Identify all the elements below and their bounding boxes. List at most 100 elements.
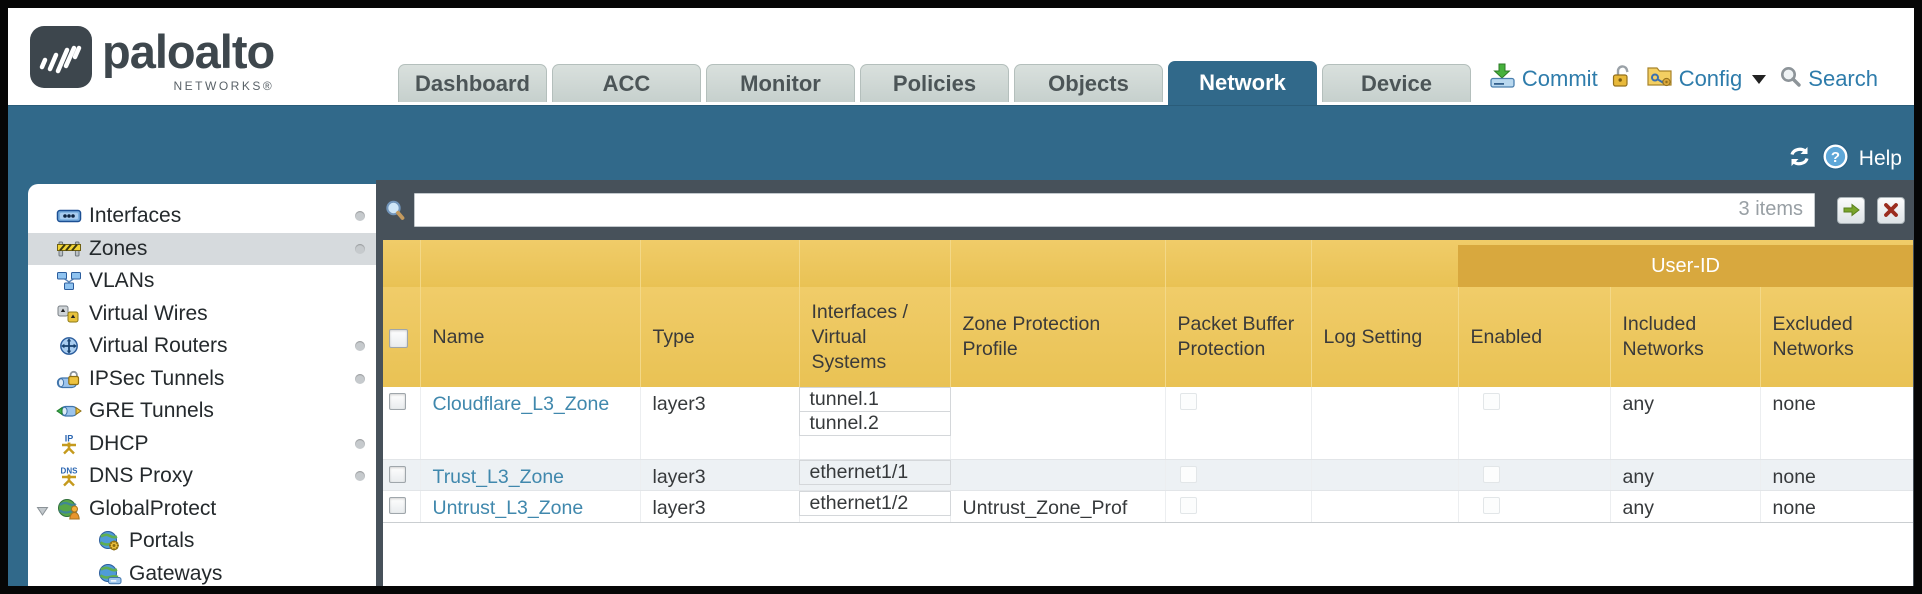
excluded-networks-cell: none [1759,490,1914,523]
packet-buffer-protection-checkbox[interactable] [1179,465,1197,483]
zone-type-cell: layer3 [639,387,799,460]
column-header-packet-buffer-protection[interactable]: Packet Buffer Protection [1164,287,1311,387]
sidebar-item-gre-tunnels[interactable]: GRE Tunnels [28,395,376,428]
packet-buffer-protection-checkbox[interactable] [1179,393,1197,410]
brand-subtitle: NETWORKS® [173,79,275,93]
column-header-included-networks[interactable]: Included Networks [1609,287,1760,387]
search-button[interactable]: Search [1779,65,1878,94]
row-select-cell [383,459,420,491]
packet-buffer-protection-checkbox[interactable] [1179,496,1197,514]
commit-label: Commit [1521,66,1598,91]
expander-triangle-icon[interactable] [36,504,49,522]
column-header-excluded-networks[interactable]: Excluded Networks [1759,287,1914,387]
user-id-enabled-checkbox[interactable] [1482,496,1500,514]
column-header-interfaces-virtual-systems[interactable]: Interfaces / Virtual Systems [798,287,950,387]
tab-dashboard[interactable]: Dashboard [398,64,547,102]
help-icon[interactable]: ? [1821,142,1850,176]
sidebar-item-label: Interfaces [89,204,182,228]
sidebar-item-globalprotect[interactable]: GlobalProtect [28,493,376,526]
column-header-enabled[interactable]: Enabled [1457,287,1610,387]
row-checkbox[interactable] [389,496,406,514]
dhcp-icon: IP [55,433,82,455]
tab-acc[interactable]: ACC [552,64,701,102]
sidebar-item-ipsec-tunnels[interactable]: IPSec Tunnels [28,363,376,396]
group-header-spacer [383,240,420,287]
zone-name-link[interactable]: Trust_L3_Zone [432,465,565,488]
row-checkbox[interactable] [389,465,406,483]
packet-buffer-protection-cell [1164,459,1311,491]
zone-name-link[interactable]: Cloudflare_L3_Zone [432,393,610,415]
interface-box: tunnel.1 [798,387,951,412]
sidebar-item-vlans[interactable]: VLANs [28,265,376,298]
sidebar-item-portals[interactable]: Portals [28,525,376,558]
chevron-down-icon [1752,74,1767,84]
status-dot [355,341,365,351]
zone-interfaces-cell: ethernet1/2 [798,490,951,523]
tab-policies[interactable]: Policies [860,64,1009,102]
help-label[interactable]: Help [1858,147,1902,170]
column-header-zone-protection-profile[interactable]: Zone Protection Profile [949,287,1165,387]
zone-name-cell: Trust_L3_Zone [419,459,640,491]
filter-bar: 3 items [376,180,1914,240]
zones-icon [55,239,82,259]
tab-device[interactable]: Device [1322,64,1471,102]
tab-network[interactable]: Network [1168,61,1317,105]
interface-box: ethernet1/1 [798,459,951,485]
zone-protection-profile-cell [949,459,1165,491]
column-header-log-setting[interactable]: Log Setting [1310,287,1458,387]
config-menu[interactable]: Config [1646,64,1767,94]
sidebar-item-interfaces[interactable]: Interfaces [28,200,376,233]
apply-filter-button[interactable] [1837,196,1865,224]
clear-filter-button[interactable] [1877,196,1905,224]
sidebar-item-gateways[interactable]: Gateways [28,558,376,587]
packet-buffer-protection-cell [1164,387,1311,460]
log-setting-cell [1310,459,1458,491]
commit-button[interactable]: Commit [1489,63,1598,95]
zone-protection-profile-cell [949,387,1165,460]
user-id-enabled-checkbox[interactable] [1482,465,1500,483]
sidebar-item-label: IPSec Tunnels [89,366,225,390]
sidebar-item-dns-proxy[interactable]: DNS DNS Proxy [28,460,376,493]
zone-name-link[interactable]: Untrust_L3_Zone [432,496,584,519]
column-header-name[interactable]: Name [419,287,640,387]
packet-buffer-protection-cell [1164,490,1311,523]
tab-monitor[interactable]: Monitor [706,64,855,102]
sidebar-item-virtual-routers[interactable]: Virtual Routers [28,330,376,363]
brand-name: paloalto [102,25,275,78]
sidebar-item-zones[interactable]: Zones [28,232,376,265]
select-all-checkbox[interactable] [389,328,408,348]
refresh-icon[interactable] [1787,145,1812,173]
status-dot [355,373,365,384]
group-header-spacer [798,240,950,287]
group-header-spacer [1310,240,1458,287]
sidebar-item-label: GlobalProtect [89,496,217,520]
lock-icon[interactable] [1611,64,1633,95]
row-checkbox[interactable] [389,393,406,410]
svg-text:DNS: DNS [60,467,78,476]
zone-interfaces-cell: ethernet1/1 [798,459,951,491]
status-dot [355,243,365,254]
commit-icon [1489,63,1516,95]
gre-tunnels-icon [55,401,82,421]
user-id-enabled-checkbox[interactable] [1482,393,1500,410]
select-all-column-header [383,287,420,387]
utility-menu: Commit [1489,63,1878,95]
paloalto-logo: paloalto NETWORKS® [30,25,275,93]
sidebar-item-virtual-wires[interactable]: Virtual Wires [28,298,376,331]
filter-input[interactable] [414,193,1815,227]
column-header-type[interactable]: Type [639,287,799,387]
tab-objects[interactable]: Objects [1014,64,1163,102]
sidebar-item-label: DNS Proxy [89,464,193,488]
sidebar-item-label: Zones [89,236,148,260]
